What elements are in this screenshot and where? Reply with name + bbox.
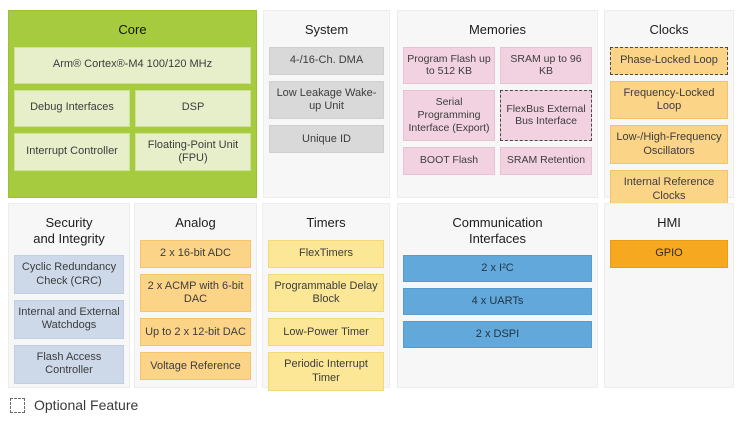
block-adc: 2 x 16-bit ADC — [140, 239, 251, 268]
block-interrupt-controller: Interrupt Controller — [14, 132, 130, 172]
block-arm-cortex-m4: Arm® Cortex®-M4 100/120 MHz — [14, 46, 251, 84]
panel-security-and-integrity: Security and Integrity Cyclic Redundancy… — [8, 203, 130, 388]
panel-communication-interfaces: Communication Interfaces 2 x I²C 4 x UAR… — [397, 203, 598, 388]
block-low-power-timer: Low-Power Timer — [268, 318, 384, 347]
block-debug-interfaces: Debug Interfaces — [14, 89, 130, 127]
block-phase-locked-loop: Phase-Locked Loop — [610, 46, 728, 75]
optional-feature-swatch-icon — [10, 397, 25, 413]
panel-clocks: Clocks Phase-Locked Loop Frequency-Locke… — [604, 10, 734, 210]
panel-analog: Analog 2 x 16-bit ADC 2 x ACMP with 6-bi… — [134, 203, 257, 388]
panel-security-title: Security and Integrity — [33, 215, 105, 246]
panel-system-title: System — [304, 22, 349, 37]
block-unique-id: Unique ID — [269, 125, 384, 154]
block-programmable-delay-block: Programmable Delay Block — [268, 273, 384, 313]
block-sram-retention: SRAM Retention — [500, 146, 592, 175]
block-serial-programming-interface: Serial Programming Interface (Export) — [403, 90, 495, 141]
legend-optional-feature: Optional Feature — [10, 397, 138, 413]
panel-clocks-title: Clocks — [649, 22, 689, 37]
block-12bit-dac: Up to 2 x 12-bit DAC — [140, 318, 251, 347]
block-llwu: Low Leakage Wake-up Unit — [269, 80, 384, 120]
block-fpu: Floating-Point Unit (FPU) — [135, 132, 251, 172]
block-internal-reference-clocks: Internal Reference Clocks — [610, 170, 728, 210]
block-uarts: 4 x UARTs — [403, 288, 592, 316]
block-dspi: 2 x DSPI — [403, 321, 592, 349]
panel-hmi: HMI GPIO — [604, 203, 734, 388]
block-sram: SRAM up to 96 KB — [500, 46, 592, 85]
panel-comm-title: Communication Interfaces — [452, 215, 543, 246]
panel-hmi-title: HMI — [657, 215, 681, 230]
panel-core: Core Arm® Cortex®-M4 100/120 MHz Debug I… — [8, 10, 257, 198]
block-i2c: 2 x I²C — [403, 255, 592, 283]
block-crc: Cyclic Redundancy Check (CRC) — [14, 255, 124, 294]
panel-core-title: Core — [118, 22, 147, 37]
panel-memories: Memories Program Flash up to 512 KB SRAM… — [397, 10, 598, 198]
block-flextimers: FlexTimers — [268, 239, 384, 268]
block-program-flash: Program Flash up to 512 KB — [403, 46, 495, 85]
block-oscillators: Low-/High-Frequency Oscillators — [610, 125, 728, 165]
panel-memories-title: Memories — [468, 22, 527, 37]
panel-timers-title: Timers — [306, 215, 346, 230]
block-watchdogs: Internal and External Watchdogs — [14, 300, 124, 339]
panel-timers: Timers FlexTimers Programmable Delay Blo… — [262, 203, 390, 392]
block-boot-flash: BOOT Flash — [403, 146, 495, 175]
legend-label: Optional Feature — [34, 397, 139, 413]
block-frequency-locked-loop: Frequency-Locked Loop — [610, 80, 728, 120]
panel-system: System 4-/16-Ch. DMA Low Leakage Wake-up… — [263, 10, 390, 198]
block-gpio: GPIO — [610, 239, 728, 268]
block-voltage-reference: Voltage Reference — [140, 352, 251, 381]
block-flexbus-external-bus-interface: FlexBus External Bus Interface — [500, 90, 592, 141]
block-dsp: DSP — [135, 89, 251, 127]
block-periodic-interrupt-timer: Periodic Interrupt Timer — [268, 352, 384, 392]
block-dma: 4-/16-Ch. DMA — [269, 46, 384, 75]
block-acmp-dac: 2 x ACMP with 6-bit DAC — [140, 273, 251, 313]
block-flash-access-controller: Flash Access Controller — [14, 344, 124, 384]
panel-analog-title: Analog — [175, 215, 216, 230]
